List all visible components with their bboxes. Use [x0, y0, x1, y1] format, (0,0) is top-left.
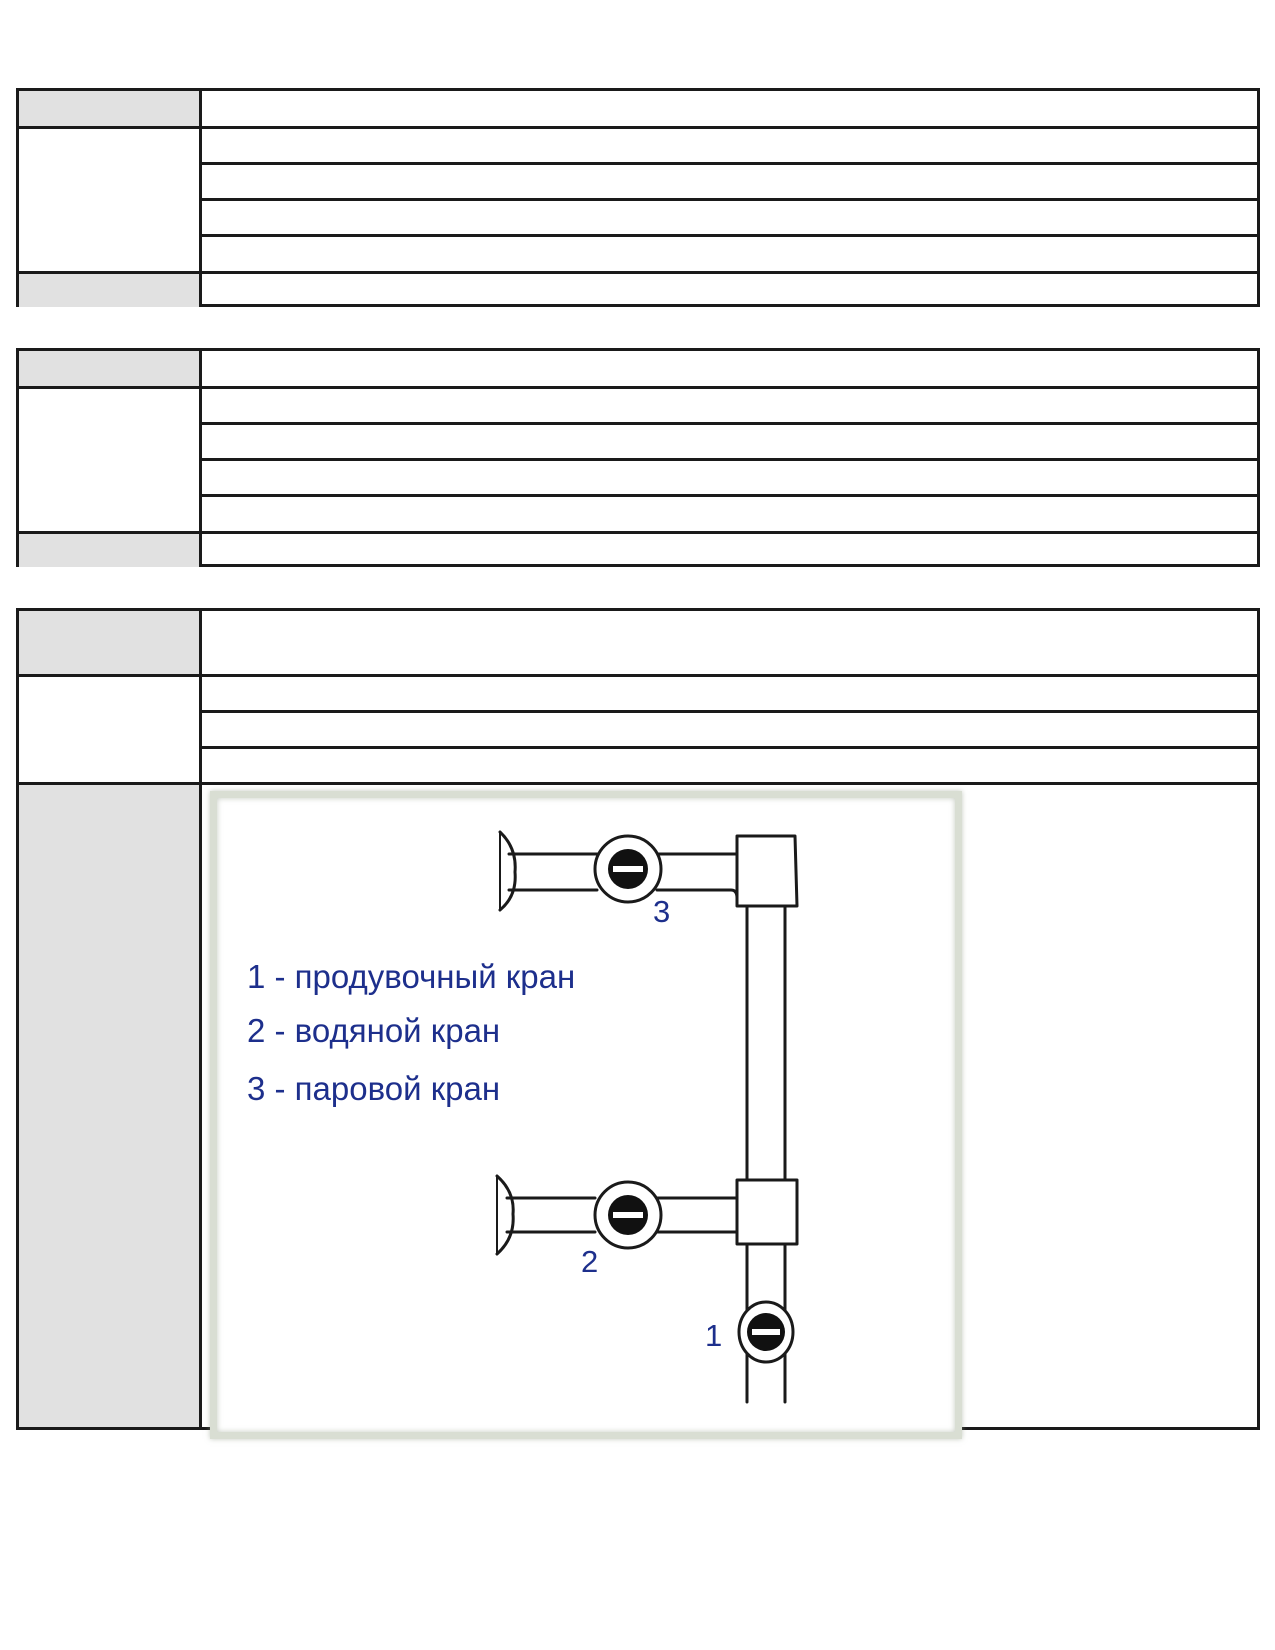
table-label-cell	[19, 389, 202, 531]
table-divider	[202, 494, 1257, 497]
table-value-cell	[202, 534, 1257, 567]
table-divider	[202, 710, 1257, 713]
valve-2-water	[593, 1180, 663, 1250]
table-label-cell	[19, 611, 202, 674]
valve-label-blowdown: 1	[705, 1318, 723, 1353]
legend-item-blowdown: 1 - продувочный кран	[247, 958, 576, 995]
table-label-cell	[19, 534, 202, 567]
table-row-header	[19, 91, 1257, 129]
valve-1-blowdown	[737, 1300, 795, 1364]
pipe-diagram-svg	[495, 830, 799, 1404]
table-block-3: 1 - продувочный кран 2 - водяной кран 3 …	[16, 608, 1260, 1439]
valve-label-steam: 3	[653, 894, 671, 929]
table-row-group	[19, 389, 1257, 534]
table-divider	[202, 234, 1257, 237]
table-label-cell	[19, 129, 202, 271]
table-divider	[202, 746, 1257, 749]
legend-item-water: 2 - водяной кран	[247, 1012, 501, 1049]
table-row-footer	[19, 534, 1257, 567]
table-row-group	[19, 677, 1257, 785]
table-block-2	[16, 348, 1260, 567]
table-divider	[202, 198, 1257, 201]
table-row-group	[19, 129, 1257, 274]
table-value-cell	[202, 274, 1257, 307]
table-label-cell	[19, 785, 202, 1427]
table-value-cell	[202, 91, 1257, 126]
legend-item-steam: 3 - паровой кран	[247, 1070, 501, 1107]
table-divider	[202, 162, 1257, 165]
table-value-cell	[202, 611, 1257, 674]
table-block-1	[16, 88, 1260, 307]
table-label-cell	[19, 91, 202, 126]
valve-3-steam	[593, 834, 663, 904]
table-row-diagram: 1 - продувочный кран 2 - водяной кран 3 …	[19, 785, 1257, 1439]
valve-diagram: 1 - продувочный кран 2 - водяной кран 3 …	[210, 791, 962, 1439]
table-row-footer	[19, 274, 1257, 307]
table-label-cell	[19, 274, 202, 307]
table-divider	[202, 422, 1257, 425]
table-divider	[202, 458, 1257, 461]
table-label-cell	[19, 351, 202, 386]
table-label-cell	[19, 677, 202, 782]
valve-label-water: 2	[581, 1244, 599, 1279]
table-value-cell: 1 - продувочный кран 2 - водяной кран 3 …	[202, 785, 1257, 1439]
table-value-cell	[202, 351, 1257, 386]
table-row-header	[19, 611, 1257, 677]
table-row-header	[19, 351, 1257, 389]
